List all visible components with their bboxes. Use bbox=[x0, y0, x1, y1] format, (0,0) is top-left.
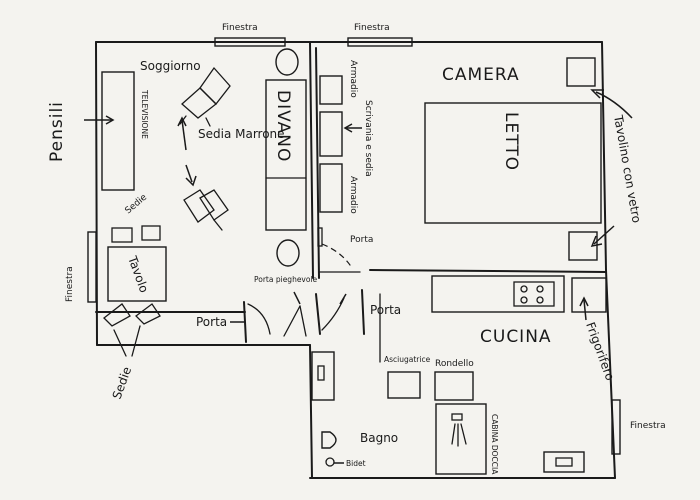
armadio-bottom-label: Armadio bbox=[348, 176, 358, 214]
stove-bottom bbox=[543, 451, 585, 473]
toilet bbox=[321, 431, 337, 449]
chairs-bottom bbox=[103, 303, 161, 327]
scrivania-label: Scrivania e sedia bbox=[363, 100, 373, 177]
room-label-soggiorno: Soggiorno bbox=[140, 59, 201, 73]
door-bagno: Porta bbox=[315, 289, 401, 335]
lamp-top bbox=[275, 48, 299, 76]
outer-walls bbox=[95, 41, 616, 479]
tv-label: TELEVISIONE bbox=[140, 89, 149, 139]
rondello-label: Rondello bbox=[435, 359, 474, 369]
window-label: Finestra bbox=[222, 23, 258, 33]
asciugatrice: Asciugatrice bbox=[384, 355, 431, 399]
brown-chair-top bbox=[179, 66, 231, 127]
porta-camera-label: Porta bbox=[350, 235, 373, 245]
divano-label: DIVANO bbox=[273, 90, 293, 162]
window-label: Finestra bbox=[354, 23, 390, 33]
window-top-left: Finestra bbox=[214, 23, 286, 47]
divano: DIVANO bbox=[265, 79, 307, 231]
frigorifero-label: Frigorifero bbox=[583, 320, 617, 382]
sedie-bottom-label: Sedie bbox=[110, 365, 135, 401]
kitchen-counter bbox=[431, 275, 565, 313]
window-left: Finestra bbox=[65, 231, 97, 303]
room-label-cucina: CUCINA bbox=[480, 327, 552, 347]
window-right: Finestra bbox=[611, 399, 666, 455]
bidet-label: Bidet bbox=[346, 459, 366, 468]
pensili: Pensili bbox=[47, 101, 115, 162]
porta-bagno-label: Porta bbox=[370, 303, 401, 317]
shower: CABINA DOCCIA bbox=[435, 403, 499, 475]
asciugatrice-label: Asciugatrice bbox=[384, 355, 431, 364]
letto-label: LETTO bbox=[501, 112, 521, 171]
cabina-doccia-label: CABINA DOCCIA bbox=[490, 414, 499, 475]
sink bbox=[311, 351, 335, 401]
tavolino-bottom bbox=[568, 231, 598, 261]
brown-chair-bottom bbox=[183, 189, 229, 231]
letto: LETTO bbox=[424, 102, 602, 224]
rondello: Rondello bbox=[434, 359, 474, 401]
tavolo-label: Tavolo bbox=[125, 253, 151, 294]
dining-table: Tavolo bbox=[107, 246, 167, 302]
tv-cabinet: TELEVISIONE bbox=[101, 71, 149, 191]
wardrobe-column bbox=[319, 75, 343, 213]
window-label: Finestra bbox=[65, 266, 75, 302]
room-label-bagno: Bagno bbox=[360, 431, 398, 445]
interior-walls bbox=[95, 41, 607, 479]
window-label: Finestra bbox=[630, 421, 666, 431]
sedie-top-label: Sedie bbox=[124, 192, 150, 216]
tavolino-top bbox=[566, 57, 596, 87]
door-entrance: Porta bbox=[196, 301, 271, 343]
room-label-camera: CAMERA bbox=[442, 65, 520, 85]
frigorifero: Frigorifero bbox=[571, 277, 617, 382]
sedia-marrone-text: Sedia Marrone bbox=[198, 127, 285, 141]
porta-ingresso-label: Porta bbox=[196, 315, 227, 329]
window-top-right: Finestra bbox=[347, 23, 413, 47]
pensili-label: Pensili bbox=[47, 101, 67, 162]
porta-pieghevole-label: Porta pieghevole bbox=[254, 275, 318, 284]
bidet: Bidet bbox=[325, 457, 366, 468]
armadio-top-label: Armadio bbox=[348, 60, 358, 98]
lamp-bottom bbox=[276, 239, 300, 267]
sedia-marrone-label: Sedia Marrone bbox=[198, 127, 285, 141]
chairs-top: Sedie bbox=[111, 192, 161, 243]
door-folding: Porta pieghevole bbox=[254, 275, 318, 337]
door-camera: Porta bbox=[317, 227, 373, 273]
tavolino-label: Tavolino con vetro bbox=[611, 113, 644, 224]
